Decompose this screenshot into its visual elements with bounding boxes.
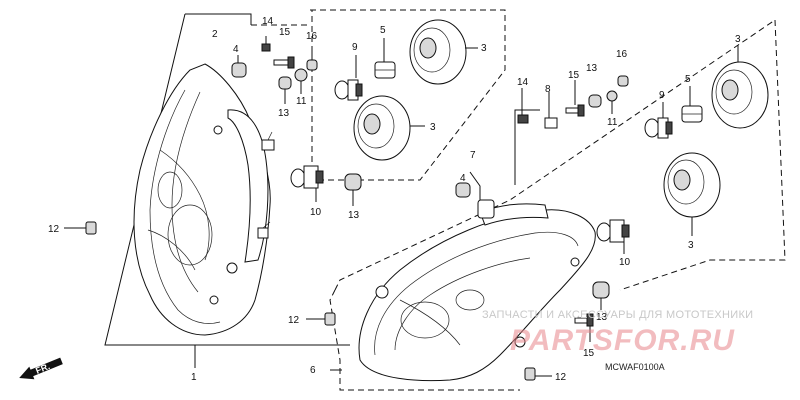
callout-11-left: 11 [296,96,307,107]
callout-15-right-lower: 15 [583,348,595,359]
callout-3-right-top: 3 [735,34,741,45]
bulb-part-10-right [596,219,630,254]
screw-part-8-right [544,92,558,129]
right-callouts: 14 8 15 13 16 11 9 5 3 3 7 4 10 12 6 13 … [288,34,741,383]
screw-part-15-left [273,56,295,69]
callout-4-left: 4 [233,44,239,55]
socket-part-5-left [374,38,396,79]
callout-3-left-bottom: 3 [430,122,436,133]
clip-part-12-right-bottom [524,367,536,381]
grommet-part-13-right-bottom [592,281,610,299]
callout-8: 8 [545,84,551,95]
callout-14-left: 14 [262,16,274,27]
dust-cover-part-3-left-bottom [353,95,425,161]
right-small-parts [306,75,629,381]
grommet-part-4-right [455,182,471,198]
headlight-unit-right [358,199,596,382]
right-bulbs [596,45,769,254]
headlight-unit-left [133,63,275,336]
dust-cover-part-3-right-bottom [663,152,721,236]
callout-2: 2 [212,29,218,40]
callout-12-right-top: 12 [288,315,300,326]
callout-6: 6 [310,365,316,376]
callout-13-right-bottom: 13 [596,312,608,323]
bolt-part-14-left [261,36,271,52]
grommet-part-13-left-bottom [344,173,362,191]
left-callouts: 2 4 14 15 16 11 13 9 5 3 3 10 13 12 1 [48,16,487,383]
grommet-part-13-left-top [278,76,292,90]
callout-3-right-bottom: 3 [688,240,694,251]
callout-3-left-top: 3 [481,43,487,54]
callout-10-left: 10 [310,207,322,218]
clip-part-12-left [85,221,97,235]
socket-part-5-right [681,86,703,123]
callout-15-left: 15 [279,27,291,38]
callout-14-right: 14 [517,77,529,88]
callout-10-right: 10 [619,257,631,268]
callout-16-right: 16 [616,49,628,60]
grommet-part-13-right-top [588,94,602,108]
callout-13-left-bottom: 13 [348,210,360,221]
reference-code: MCWAF0100A [605,362,665,372]
callout-16-left: 16 [306,31,318,42]
callout-7: 7 [470,150,476,161]
grommet-part-4-left [231,62,247,78]
callout-12-right-bottom: 12 [555,372,567,383]
bulb-part-10-left [290,165,324,202]
bolt-part-14-right [517,88,529,124]
callout-9-right: 9 [659,90,665,101]
clip-part-12-right-top [324,312,336,326]
screw-part-15-right-lower [574,313,594,342]
callout-5-left: 5 [380,25,386,36]
left-small-parts [231,36,318,104]
dust-cover-part-3-left-top [409,19,478,85]
callout-5-right: 5 [685,74,691,85]
right-assembly-frame [329,19,786,391]
bulb-part-9-right [644,102,673,139]
left-bulbs [64,19,478,235]
callout-11-right: 11 [607,117,618,128]
callout-15-right: 15 [568,70,580,81]
callout-9-left: 9 [352,42,358,53]
callout-13-right-top: 13 [586,63,598,74]
screw-part-15-right [565,80,585,117]
callout-1: 1 [191,372,197,383]
front-direction-arrow-icon: FR. [19,357,63,380]
nut-part-16-right [617,75,629,87]
nut-part-16-left [306,59,318,71]
dust-cover-part-3-right-top [711,45,769,129]
callout-12-left: 12 [48,224,60,235]
watermark-brand: PARTSFOR.RU [510,324,735,357]
callout-4-right: 4 [460,173,466,184]
bulb-part-9-left [334,55,363,101]
callout-13-left-top: 13 [278,108,290,119]
nut-part-11-left [294,68,308,82]
nut-part-11-right [606,90,618,102]
watermark-caption: ЗАПЧАСТИ И АКСЕССУАРЫ ДЛЯ МОТОТЕХНИКИ [482,309,753,321]
